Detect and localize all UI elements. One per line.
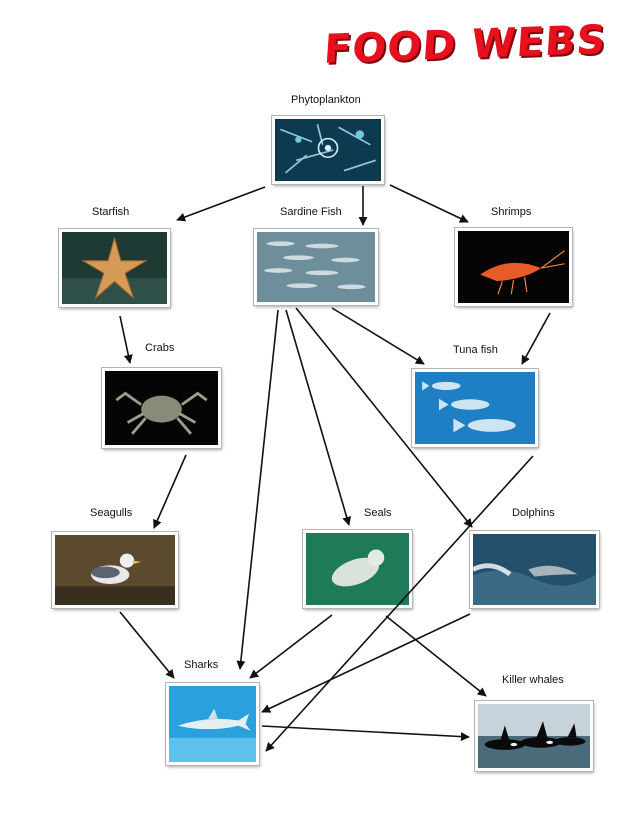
label-killer-whales: Killer whales <box>502 674 564 686</box>
label-seals: Seals <box>364 507 392 519</box>
arrow-sharks-killer-whales <box>261 725 470 742</box>
label-phytoplankton: Phytoplankton <box>291 94 361 106</box>
arrow-sardine-seals <box>285 309 352 526</box>
label-crabs: Crabs <box>145 342 175 354</box>
label-dolphins: Dolphins <box>512 507 555 519</box>
arrow-tuna-sharks <box>265 455 534 752</box>
phytoplankton-photo <box>271 115 385 185</box>
arrow-sardine-sharks <box>236 309 279 670</box>
sardine-photo <box>253 228 379 306</box>
shark-photo <box>165 682 260 766</box>
arrow-phytoplankton-shrimps <box>389 184 469 223</box>
label-sardine: Sardine Fish <box>280 206 342 218</box>
label-seagulls: Seagulls <box>90 507 133 519</box>
starfish-photo <box>58 228 171 308</box>
arrow-seals-killer-whales <box>385 615 487 697</box>
shrimp-photo <box>454 227 573 307</box>
killer-whale-photo <box>474 700 594 772</box>
label-shrimps: Shrimps <box>491 206 532 218</box>
arrow-starfish-crabs <box>119 315 133 364</box>
arrow-phytoplankton-starfish <box>176 186 266 222</box>
arrow-shrimps-tuna <box>521 312 551 365</box>
seagull-photo <box>51 531 179 609</box>
arrow-crabs-seagulls <box>153 454 187 529</box>
arrow-sardine-tuna <box>331 307 425 365</box>
seal-photo <box>302 529 413 609</box>
crab-photo <box>101 367 222 449</box>
arrow-dolphins-sharks <box>261 613 471 713</box>
dolphin-photo <box>469 530 600 609</box>
arrow-seagulls-sharks <box>119 611 175 679</box>
arrow-sardine-dolphins <box>295 307 473 528</box>
label-tuna: Tuna fish <box>453 344 498 356</box>
tuna-photo <box>411 368 539 448</box>
arrow-seals-sharks <box>249 614 333 679</box>
label-starfish: Starfish <box>92 206 130 218</box>
label-sharks: Sharks <box>184 659 219 671</box>
